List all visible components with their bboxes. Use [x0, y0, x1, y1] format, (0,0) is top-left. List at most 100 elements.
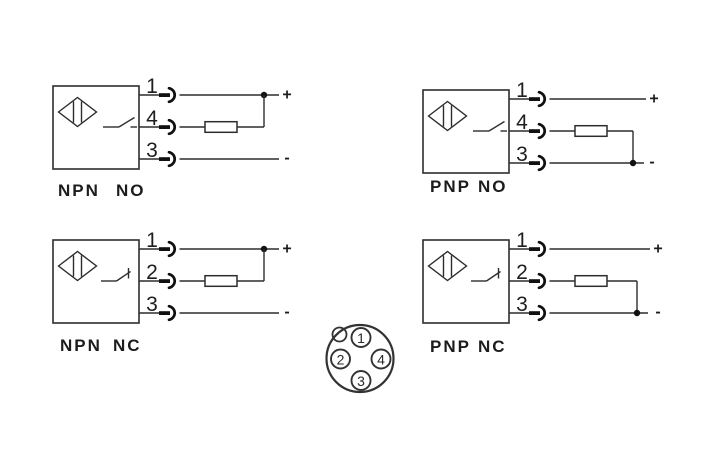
connector-plug-icon	[529, 161, 540, 165]
caption-type: NPN	[60, 336, 102, 355]
connector-plug-icon	[159, 93, 170, 97]
connector-plug-icon	[529, 311, 540, 315]
load-resistor	[204, 120, 238, 134]
connector-pin-4: 4	[370, 348, 392, 370]
caption-state: NO	[116, 181, 146, 200]
sensor-symbol-icon	[427, 100, 468, 132]
polarity-minus-label: -	[649, 154, 654, 171]
pin-number-label: 3	[146, 293, 158, 316]
polarity-plus-label: +	[649, 91, 658, 108]
pin-number-label: 4	[516, 111, 528, 134]
connector-plug-icon	[537, 240, 546, 258]
connector-pin-label: 4	[377, 352, 385, 368]
diagram-pnp-nc: 1 + 2 3 - PNP NC	[422, 229, 663, 356]
connector-plug-icon	[159, 157, 170, 161]
connector-plug-icon	[537, 90, 546, 108]
connector-plug-icon	[167, 272, 176, 290]
diagram-caption: PNP NO	[430, 177, 508, 196]
connector-plug-icon	[167, 118, 176, 136]
polarity-plus-label: +	[282, 241, 291, 258]
wire-2: 2	[139, 249, 265, 290]
connector-plug-icon	[529, 129, 540, 133]
wire-1: 1 +	[509, 229, 663, 258]
pin-number-label: 4	[146, 107, 158, 130]
connector-pin-circle	[370, 348, 392, 370]
diagram-npn-nc: 1 + 2 3 - NPN NC	[52, 229, 292, 355]
wire-4: 4	[509, 111, 634, 163]
caption-type: PNP	[430, 177, 471, 196]
switch-nc-icon	[101, 268, 131, 282]
polarity-minus-label: -	[655, 304, 660, 321]
connector-plug-icon	[167, 304, 176, 322]
wire-3: 3 -	[139, 293, 290, 322]
caption-type: PNP	[430, 337, 471, 356]
diagram-pnp-no: 1 + 4 3 - PNP NO	[422, 79, 659, 196]
switch-no-icon	[103, 116, 137, 128]
connector-pin-label: 2	[337, 352, 345, 368]
wire-3: 3 -	[139, 139, 290, 168]
connector-keying-notch	[331, 326, 348, 343]
polarity-minus-label: -	[284, 304, 289, 321]
connector-plug-icon	[529, 97, 540, 101]
wire-1: 1 +	[139, 229, 292, 258]
pin-number-label: 3	[146, 139, 158, 162]
sensor-diamond	[57, 250, 98, 282]
connector-pin-label: 1	[357, 330, 365, 346]
connector-plug-icon	[159, 125, 170, 129]
connector-plug-icon	[537, 122, 546, 140]
load-resistor	[204, 274, 238, 288]
diagram-npn-no: 1 + 4 3 - NPN NO	[52, 75, 292, 200]
connector-plug-icon	[159, 311, 170, 315]
connector-plug-icon	[537, 304, 546, 322]
junction-dot	[633, 309, 641, 317]
pin-number-label: 3	[516, 293, 528, 316]
load-resistor	[574, 124, 608, 138]
pin-number-label: 2	[146, 261, 158, 284]
caption-state: NO	[478, 177, 508, 196]
sensor-symbol-icon	[57, 96, 98, 128]
load-resistor	[574, 274, 608, 288]
wire-1: 1 +	[509, 79, 659, 108]
polarity-plus-label: +	[282, 87, 291, 104]
connector-pin-circle	[350, 370, 372, 391]
caption-state: NC	[478, 337, 507, 356]
sensor-box	[422, 89, 510, 174]
sensor-box	[52, 85, 140, 170]
diagram-caption: NPN NO	[58, 181, 146, 200]
connector-pinout: 1 2 3 4	[325, 323, 395, 394]
pin-number-label: 1	[516, 229, 528, 252]
connector-pin-1: 1	[350, 327, 372, 348]
wire-1: 1 +	[139, 75, 292, 104]
connector-plug-icon	[167, 240, 176, 258]
connector-pin-label: 3	[357, 373, 365, 389]
connector-plug-icon	[537, 272, 546, 290]
polarity-minus-label: -	[284, 150, 289, 167]
switch-nc-icon	[471, 268, 501, 282]
wire-4: 4	[139, 95, 265, 136]
connector-plug-icon	[167, 150, 176, 168]
junction-dot	[629, 159, 637, 167]
connector-pin-circle	[330, 348, 351, 370]
sensor-box	[422, 239, 510, 324]
connector-plug-icon	[529, 279, 540, 283]
sensor-symbol-icon	[57, 250, 98, 282]
sensor-diamond	[57, 96, 98, 128]
wire-3: 3 -	[509, 293, 661, 322]
switch-no-icon	[473, 120, 507, 132]
wire-3: 3 -	[509, 143, 655, 172]
sensor-symbol-icon	[427, 250, 468, 282]
sensor-diamond	[427, 100, 468, 132]
switch-contact	[118, 116, 135, 128]
connector-plug-icon	[159, 279, 170, 283]
connector-body	[325, 323, 395, 394]
diagram-caption: NPN NC	[60, 336, 140, 355]
sensor-box	[52, 239, 140, 324]
sensor-diamond	[427, 250, 468, 282]
connector-pin-3: 3	[350, 370, 372, 391]
pin-number-label: 1	[516, 79, 528, 102]
pin-number-label: 3	[516, 143, 528, 166]
diagram-caption: PNP NC	[430, 337, 507, 356]
caption-type: NPN	[58, 181, 100, 200]
